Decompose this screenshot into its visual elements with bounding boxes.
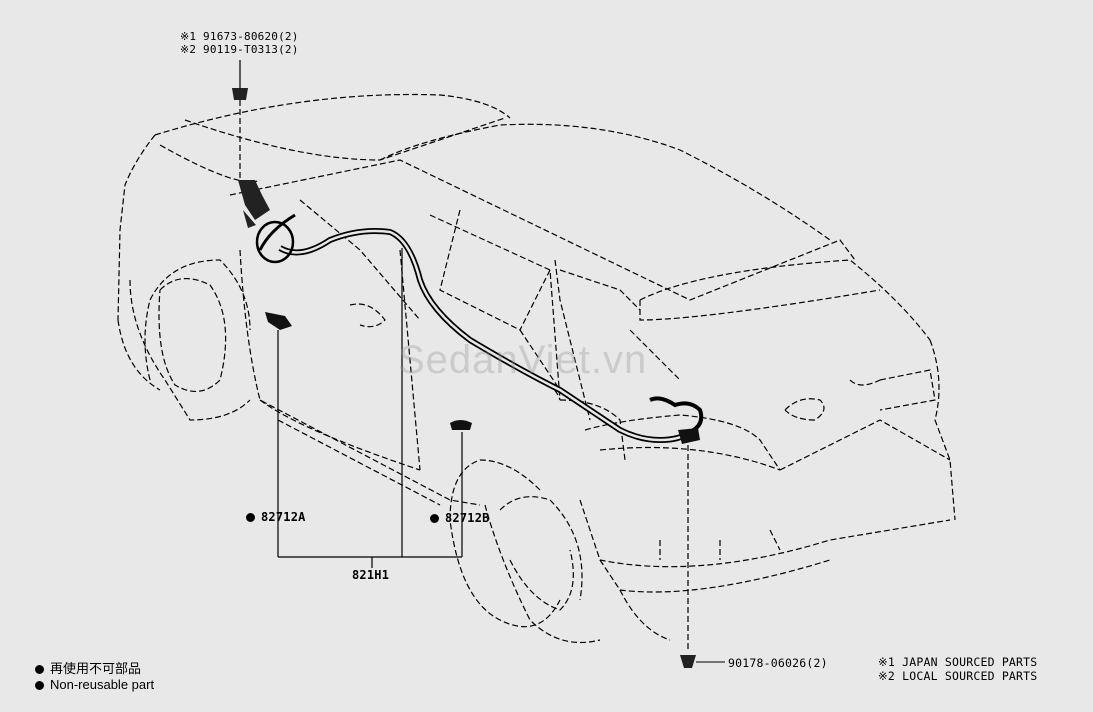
connector-82712b: [450, 420, 472, 430]
legend-en-text: Non-reusable part: [50, 677, 155, 692]
note-local-sourced: ※2 LOCAL SOURCED PARTS: [878, 669, 1038, 683]
part-82712a-text: 82712A: [261, 510, 306, 524]
vehicle-outline: [117, 93, 956, 644]
callout-clip-part: 90178-06026(2): [728, 656, 828, 670]
bottom-clip: [680, 445, 725, 668]
wire-harness: [278, 228, 704, 444]
part-82712b-text: 82712B: [445, 511, 490, 525]
part-label-821h1: 821H1: [352, 568, 390, 582]
non-reusable-dot: [430, 514, 439, 523]
part-label-82712b: 82712B: [430, 511, 490, 525]
legend-jp-text: 再使用不可部品: [50, 661, 142, 676]
watermark: SedanViet.vn: [398, 338, 648, 382]
callout-local-part: ※2 90119-T0313(2): [180, 43, 299, 56]
leader-lines: [277, 248, 463, 568]
non-reusable-dot: [246, 513, 255, 522]
top-bolt: [232, 60, 248, 180]
legend-dot: [35, 665, 44, 675]
connector-82712a: [265, 312, 292, 330]
legend-en: Non-reusable part: [35, 677, 154, 692]
connector-rear: [678, 428, 700, 444]
legend-dot: [35, 681, 44, 691]
callout-japan-part: ※1 91673-80620(2): [180, 30, 299, 43]
note-japan-sourced: ※1 JAPAN SOURCED PARTS: [878, 655, 1038, 669]
part-label-82712a: 82712A: [246, 510, 306, 524]
side-mirror: [238, 180, 296, 264]
legend-jp: 再使用不可部品: [35, 658, 141, 677]
